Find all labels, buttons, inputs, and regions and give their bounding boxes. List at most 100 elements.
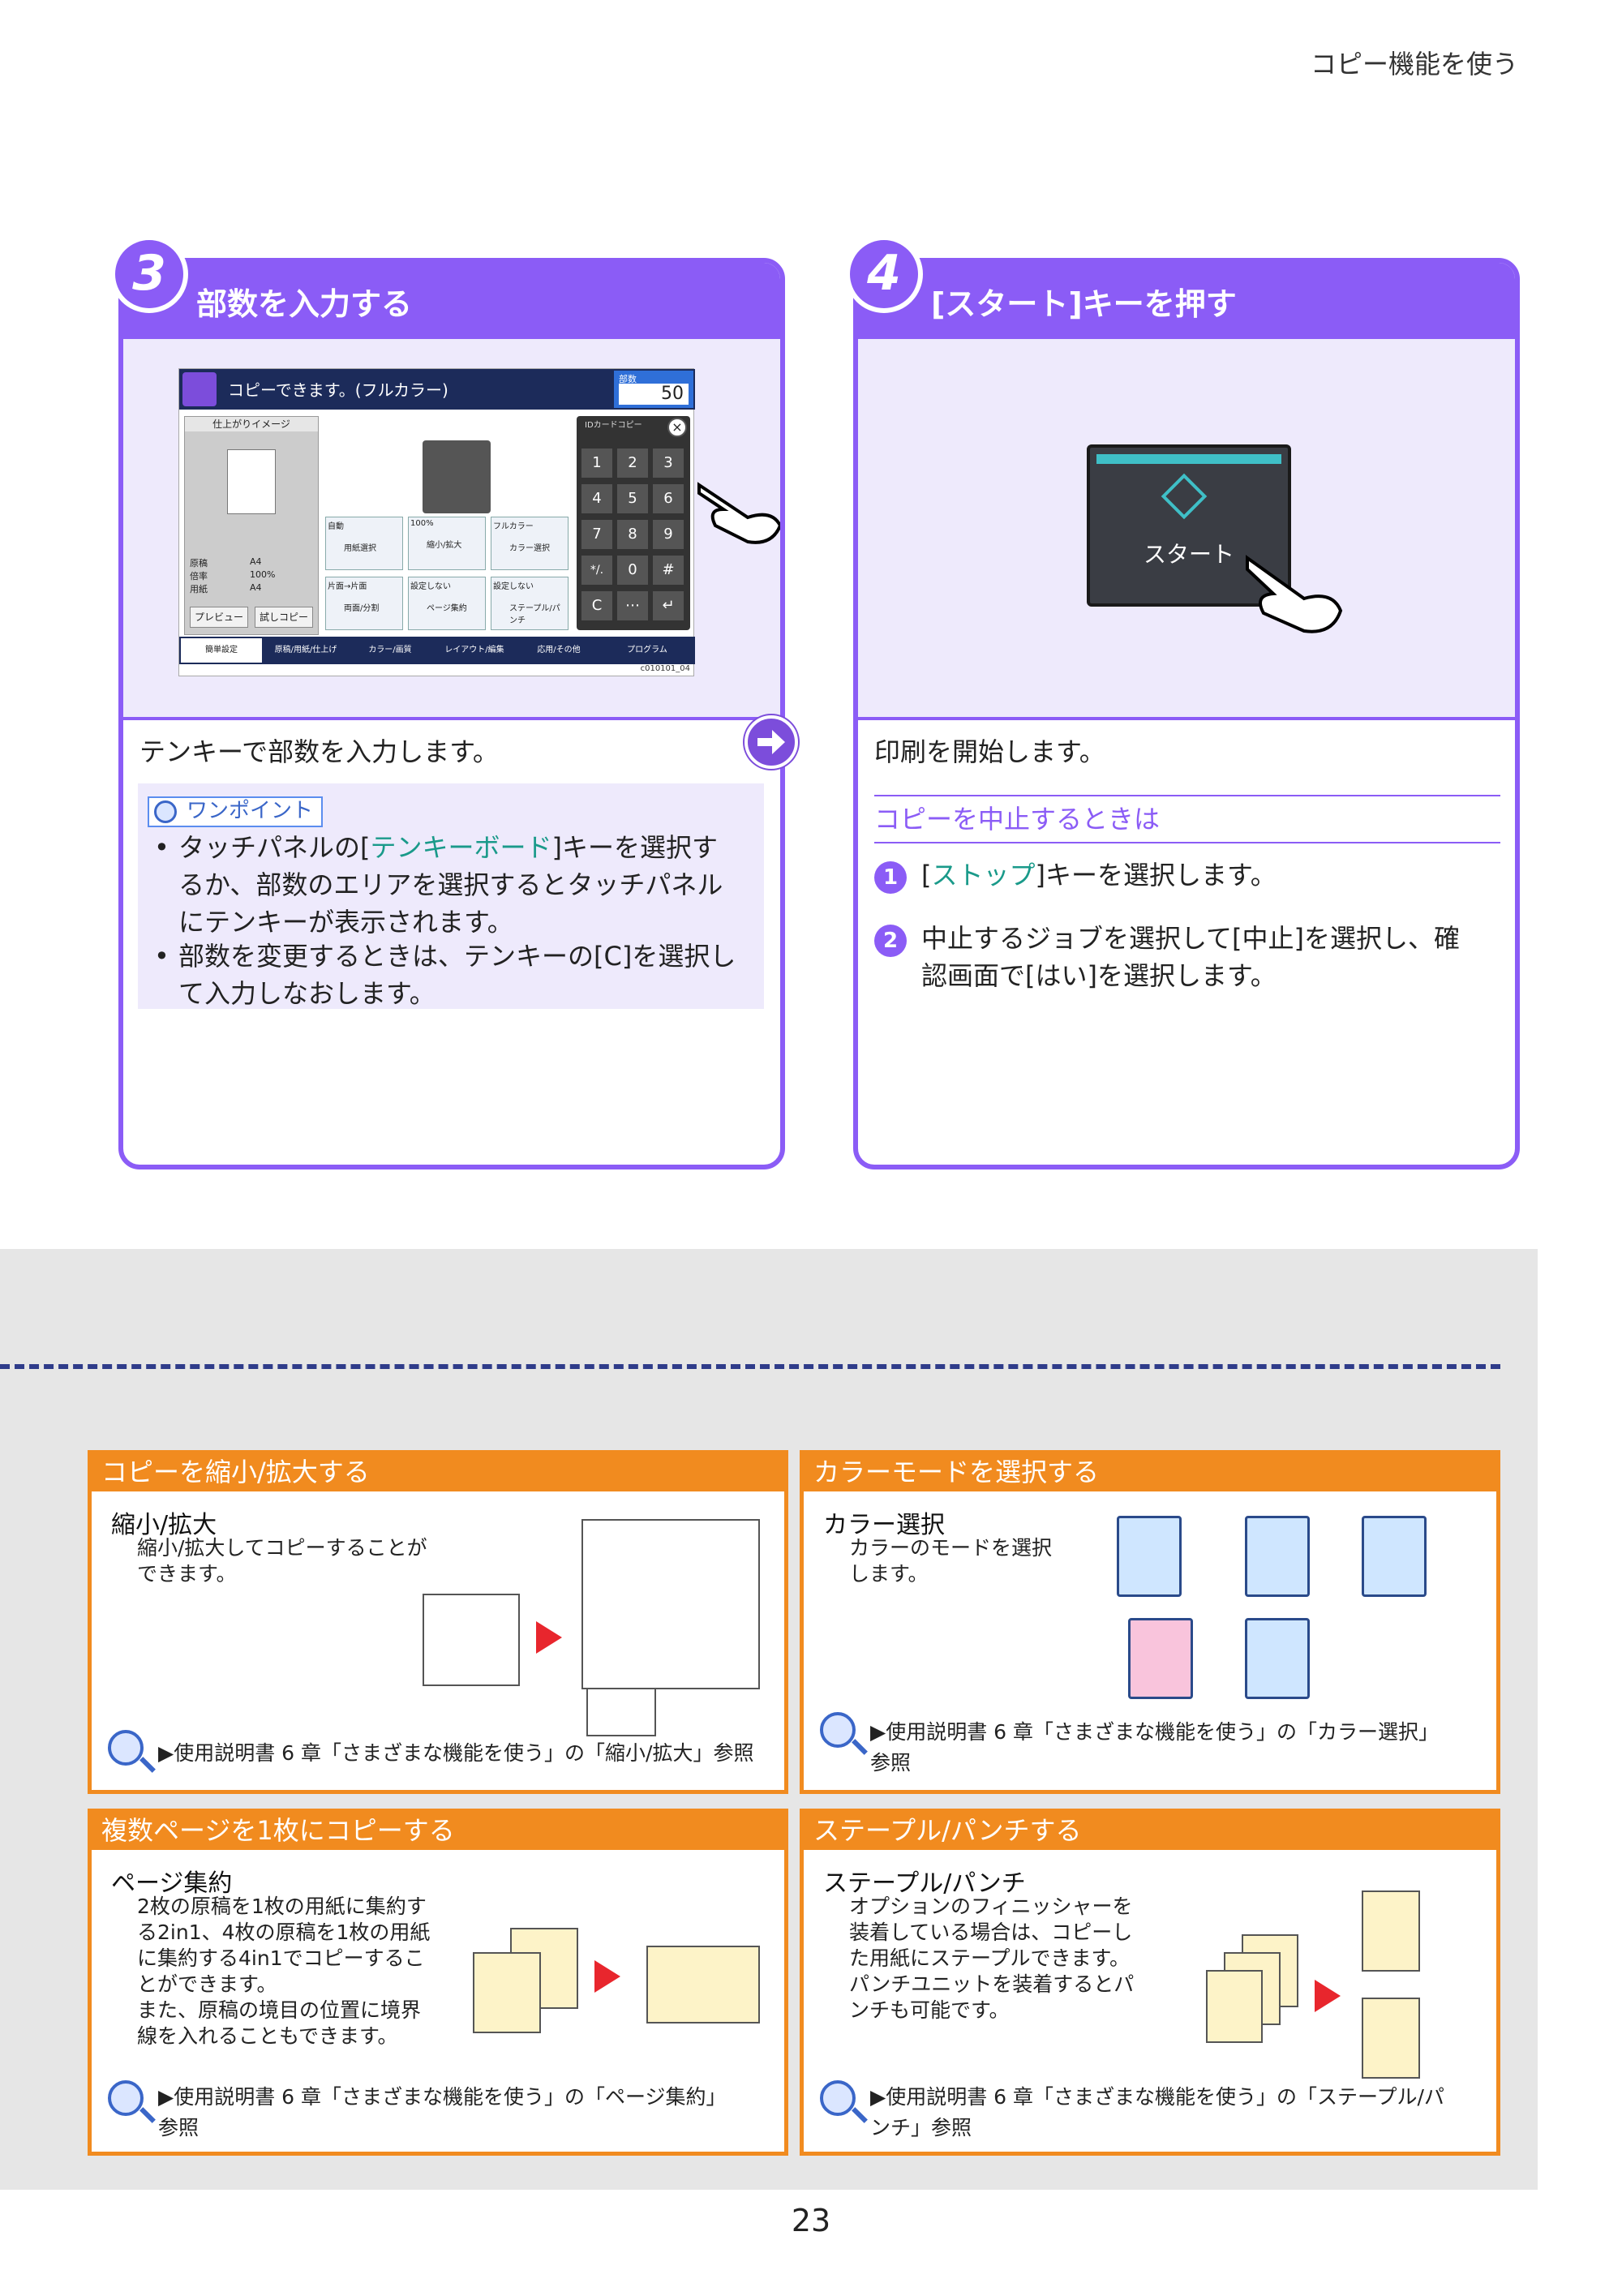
arrow-right-icon bbox=[594, 1960, 620, 1993]
key[interactable]: 0 bbox=[617, 556, 648, 585]
func-staple[interactable]: 設定しない ステープル/パンチ bbox=[491, 577, 569, 630]
tip-1-text: にテンキーが表示されます。 bbox=[178, 907, 513, 938]
copies-value-field[interactable]: 50 bbox=[619, 384, 689, 405]
dashed-divider bbox=[0, 1364, 1500, 1369]
feature-color-desc: カラーのモードを選択 します。 bbox=[849, 1535, 1052, 1587]
key[interactable]: 2 bbox=[617, 448, 648, 478]
feature-color-name: カラー選択 bbox=[823, 1511, 945, 1539]
key[interactable]: 7 bbox=[581, 520, 612, 549]
func-color[interactable]: フルカラー カラー選択 bbox=[491, 517, 569, 570]
bullet-dot: • bbox=[154, 832, 169, 863]
copies-label: 部数 bbox=[619, 374, 637, 384]
numeric-keypad: IDカードコピー × 1 2 3 4 5 6 7 8 9 */. 0 # C ⋯ bbox=[577, 416, 690, 630]
reduced-doc-icon bbox=[586, 1688, 656, 1736]
step-3-panel: 部数を入力する コピーできます。(フルカラー) 部数 50 仕上がりイメージ 原… bbox=[118, 258, 785, 1169]
preview-button[interactable]: プレビュー bbox=[190, 607, 248, 628]
close-icon[interactable]: × bbox=[667, 418, 687, 437]
desc-line: 2枚の原稿を1枚の用紙に集約す bbox=[137, 1895, 427, 1918]
black-white-icon bbox=[1362, 1516, 1427, 1597]
key[interactable]: 6 bbox=[653, 484, 684, 513]
key[interactable]: 3 bbox=[653, 448, 684, 478]
key[interactable]: 4 bbox=[581, 484, 612, 513]
func-label: ステープル/パンチ bbox=[509, 604, 560, 625]
arrow-right-icon bbox=[536, 1621, 562, 1654]
step-3-text: テンキーで部数を入力します。 bbox=[139, 736, 499, 767]
tip-1-key: テンキーボード bbox=[370, 832, 552, 863]
full-color-icon bbox=[1245, 1516, 1310, 1597]
preview-row-value: A4 bbox=[250, 582, 262, 593]
section-title: コピー機能を使う bbox=[1310, 49, 1518, 79]
page-1-doc-icon bbox=[473, 1952, 541, 2033]
feature-staple-desc: オプションのフィニッシャーを 装着している場合は、コピーし た用紙にステープルで… bbox=[849, 1894, 1134, 2023]
key[interactable]: */. bbox=[581, 556, 612, 585]
func-value: フルカラー bbox=[493, 522, 534, 531]
ref-line: ンチ」参照 bbox=[870, 2116, 972, 2139]
arrow-right-icon bbox=[1315, 1980, 1341, 2012]
reference-magnifier-icon bbox=[108, 1730, 144, 1766]
onepoint-box: ワンポイント • タッチパネルの[テンキーボード]キーを選択す るか、部数のエリ… bbox=[138, 783, 764, 1009]
key[interactable]: ↵ bbox=[653, 591, 684, 620]
key[interactable]: 8 bbox=[617, 520, 648, 549]
start-key-led bbox=[1096, 454, 1281, 464]
desc-line: 縮小/拡大してコピーすることが bbox=[137, 1536, 427, 1560]
function-grid: 自動 用紙選択 100% 縮小/拡大 フルカラー カラー選択 片面→片面 両面/… bbox=[325, 517, 569, 630]
page-1-doc-icon bbox=[1206, 1970, 1263, 2043]
tab-layout-edit[interactable]: レイアウト/編集 bbox=[444, 646, 504, 654]
touch-panel-screen: コピーできます。(フルカラー) 部数 50 仕上がりイメージ 原稿 A4 倍率 … bbox=[178, 368, 695, 676]
reference-magnifier-icon bbox=[820, 1712, 856, 1748]
screen-status-text: コピーできます。(フルカラー) bbox=[228, 380, 448, 400]
preview-row-value: A4 bbox=[250, 556, 262, 567]
feature-staple-ref: ▶使用説明書 6 章「さまざまな機能を使う」の「ステープル/パ ンチ」参照 bbox=[870, 2082, 1444, 2144]
func-value: 設定しない bbox=[493, 582, 534, 591]
ref-line: ▶使用説明書 6 章「さまざまな機能を使う」の「カラー選択」 bbox=[870, 1720, 1440, 1744]
func-paper[interactable]: 自動 用紙選択 bbox=[325, 517, 403, 570]
copy-mode-icon bbox=[182, 372, 217, 406]
func-combine[interactable]: 設定しない ページ集約 bbox=[408, 577, 486, 630]
step-4-illustration-area: スタート bbox=[858, 339, 1515, 720]
key[interactable]: 1 bbox=[581, 448, 612, 478]
step-4-header: [スタート]キーを押す bbox=[858, 263, 1515, 339]
func-label: 縮小/拡大 bbox=[427, 541, 462, 550]
punched-doc-icon bbox=[1362, 1998, 1420, 2079]
step-4-item-1-badge: 1 bbox=[874, 861, 907, 894]
tab-color-quality[interactable]: カラー/画質 bbox=[368, 646, 412, 654]
preview-row-label: 用紙 bbox=[190, 584, 208, 594]
desc-line: とができます。 bbox=[137, 1972, 277, 1996]
key[interactable]: 9 bbox=[653, 520, 684, 549]
func-label: 用紙選択 bbox=[344, 544, 376, 553]
key[interactable]: ⋯ bbox=[617, 591, 648, 620]
tab-original-paper[interactable]: 原稿/用紙/仕上げ bbox=[274, 646, 337, 654]
key[interactable]: 5 bbox=[617, 484, 648, 513]
stop-copy-heading: コピーを中止するときは bbox=[874, 795, 1500, 843]
func-zoom[interactable]: 100% 縮小/拡大 bbox=[408, 517, 486, 570]
feature-combine-ref: ▶使用説明書 6 章「さまざまな機能を使う」の「ページ集約」 参照 bbox=[158, 2082, 727, 2144]
func-duplex[interactable]: 片面→片面 両面/分割 bbox=[325, 577, 403, 630]
auto-color-icon bbox=[1117, 1516, 1182, 1597]
tab-advanced[interactable]: 応用/その他 bbox=[537, 646, 581, 654]
key[interactable]: C bbox=[581, 591, 612, 620]
single-color-icon bbox=[1128, 1618, 1193, 1699]
preview-row-value: 100% bbox=[250, 569, 276, 580]
copies-area[interactable]: 部数 50 bbox=[614, 371, 693, 408]
feature-staple-box: ステープル/パンチする ステープル/パンチ オプションのフィニッシャーを 装着し… bbox=[800, 1809, 1500, 2156]
func-value: 設定しない bbox=[410, 582, 451, 591]
desc-line: カラーのモードを選択 bbox=[849, 1536, 1053, 1560]
tab-program[interactable]: プログラム bbox=[627, 646, 667, 654]
screen-tab-bar: 簡単設定 原稿/用紙/仕上げ カラー/画質 レイアウト/編集 応用/その他 プロ… bbox=[179, 637, 695, 664]
tab-basic[interactable]: 簡単設定 bbox=[181, 638, 262, 663]
preview-pane: 仕上がりイメージ 原稿 A4 倍率 100% 用紙 A4 プレビュー 試しコピー bbox=[184, 416, 319, 635]
feature-reduce-desc: 縮小/拡大してコピーすることが できます。 bbox=[137, 1535, 427, 1587]
trial-copy-button[interactable]: 試しコピー bbox=[255, 607, 313, 628]
desc-line: ンチも可能です。 bbox=[849, 1998, 1010, 2022]
desc-line: た用紙にステープルできます。 bbox=[849, 1946, 1131, 1970]
key[interactable]: # bbox=[653, 556, 684, 585]
step-3-title: 部数を入力する bbox=[196, 286, 413, 322]
ref-line: 参照 bbox=[870, 1751, 912, 1775]
step-4-item-2: 中止するジョブを選択して[中止]を選択し、確 認画面で[はい]を選択します。 bbox=[921, 920, 1460, 994]
ref-line: ▶使用説明書 6 章「さまざまな機能を使う」の「ステープル/パ bbox=[870, 2085, 1444, 2109]
func-value: 片面→片面 bbox=[328, 582, 367, 591]
preview-label: 仕上がりイメージ bbox=[185, 417, 318, 431]
reference-magnifier-icon bbox=[108, 2080, 144, 2116]
step-4-text: 印刷を開始します。 bbox=[874, 736, 1105, 767]
preview-doc-icon bbox=[227, 449, 276, 514]
